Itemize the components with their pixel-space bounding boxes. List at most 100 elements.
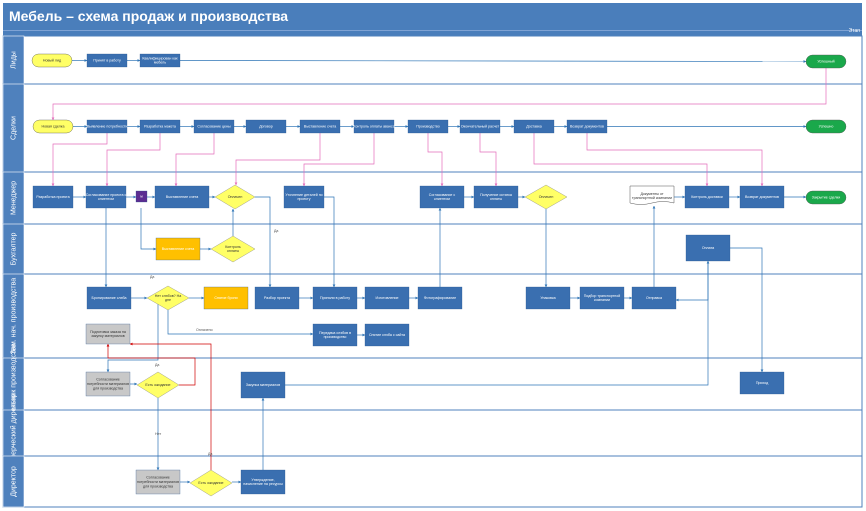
node-shape [419, 185, 465, 209]
node-shape [283, 185, 325, 209]
node-shape [155, 237, 201, 261]
node-a3[interactable]: Оплата [685, 234, 731, 262]
node-m5[interactable]: Оплачен [214, 184, 256, 210]
edge-label-yes: Да [155, 363, 159, 367]
node-d9[interactable]: Окончательный расчет [459, 119, 501, 134]
node-label: Договор [259, 124, 273, 128]
node-n2[interactable]: Принят в работу [86, 53, 128, 68]
node-label: Утверждение,начисление на ресурсы [243, 478, 283, 486]
node-label: Новый лид [43, 58, 62, 62]
node-label: Выявление потребности [87, 124, 128, 128]
node-label: Фотографирование [424, 296, 456, 300]
node-shape [566, 119, 608, 134]
node-p8[interactable]: Упаковка [525, 286, 571, 310]
node-d8[interactable]: Производство [407, 119, 449, 134]
node-p7[interactable]: Фотографирование [417, 286, 463, 310]
flow-connector [51, 133, 108, 187]
node-p5[interactable]: Приняли в работу [312, 286, 358, 310]
node-label: Бронирование слэба [92, 296, 127, 300]
node-d1[interactable]: Новая сделка [32, 119, 74, 134]
node-m11[interactable]: Контроль доставки [684, 185, 730, 209]
node-m3[interactable]: м [135, 190, 148, 203]
node-d4[interactable]: Согласование цены [193, 119, 235, 134]
node-shape [146, 285, 190, 311]
node-label: Успешно [819, 124, 834, 128]
node-label: Возврат документов [745, 195, 779, 199]
lane-label-accounting: Бухгалтер [10, 233, 17, 266]
node-shape [805, 119, 847, 134]
node-d3[interactable]: Разработка макета [139, 119, 181, 134]
node-a1[interactable]: Выставление счета [155, 237, 201, 261]
node-h4[interactable]: Приход [739, 371, 785, 395]
lane-prod [2, 273, 863, 359]
node-r2[interactable]: Есть ожидание [189, 469, 233, 497]
node-shape [31, 53, 73, 68]
node-label: Приход [756, 381, 769, 385]
lane-director [2, 455, 863, 508]
node-shape [32, 185, 74, 209]
node-d11[interactable]: Возврат документов [566, 119, 608, 134]
node-d7[interactable]: Контроль оплаты аванса [353, 119, 395, 134]
node-label: Есть ожидание [145, 383, 170, 387]
node-p1[interactable]: Бронирование слэба [86, 286, 132, 310]
node-d6[interactable]: Выставление счета [299, 119, 341, 134]
node-n4[interactable]: Успешный [805, 54, 847, 69]
node-m9[interactable]: Оплачен [524, 184, 568, 210]
node-h3[interactable]: Закупка материалов [240, 371, 286, 399]
node-shape [353, 119, 395, 134]
lane-accounting [2, 223, 863, 275]
node-p4[interactable]: Разбор проекта [254, 286, 300, 310]
node-p6[interactable]: Изготовление [364, 286, 410, 310]
node-d10[interactable]: Доставка [513, 119, 555, 134]
node-label: Окончательный расчет [461, 124, 500, 128]
edge-label-paid: Оплачено [196, 328, 213, 332]
node-p13[interactable]: Снятие слэба с сайта [364, 323, 410, 347]
node-d5[interactable]: Договор [245, 119, 287, 134]
flow-connector [234, 133, 321, 186]
node-shape [193, 119, 235, 134]
node-shape [312, 286, 358, 310]
node-m13[interactable]: Закрытие сделки [805, 190, 847, 205]
edge-label-yes: Да [274, 229, 278, 233]
flow-connector [106, 343, 196, 386]
node-p10[interactable]: Отправка [631, 286, 677, 310]
lane-header-director [2, 455, 25, 508]
flow-connector [106, 298, 159, 373]
node-label: Закрытие сделки [812, 195, 840, 199]
node-d2[interactable]: Выявление потребности [87, 119, 128, 134]
node-shape [203, 286, 249, 310]
node-r3[interactable]: Утверждение,начисление на ресурсы [240, 469, 286, 495]
diagram-title: Мебель – схема продаж и производства [3, 3, 862, 30]
node-h2[interactable]: Есть ожидание [136, 371, 180, 399]
node-n1[interactable]: Новый лид [31, 53, 73, 68]
node-d12[interactable]: Успешно [805, 119, 847, 134]
node-m12[interactable]: Возврат документов [739, 185, 785, 209]
node-m1[interactable]: Разработка проекта [32, 185, 74, 209]
node-label: Разработка макета [144, 124, 176, 128]
stage-header [3, 30, 862, 37]
node-label: Есть ожидание [198, 481, 223, 485]
node-shape [524, 184, 568, 210]
node-shape [685, 234, 731, 262]
node-p3[interactable]: Снятие брони [203, 286, 249, 310]
node-m4[interactable]: Выставление счета [154, 185, 210, 209]
node-label: Принят в работу [93, 58, 121, 62]
node-shape [459, 119, 501, 134]
node-shape [525, 286, 571, 310]
node-label: Изготовление [376, 296, 399, 300]
